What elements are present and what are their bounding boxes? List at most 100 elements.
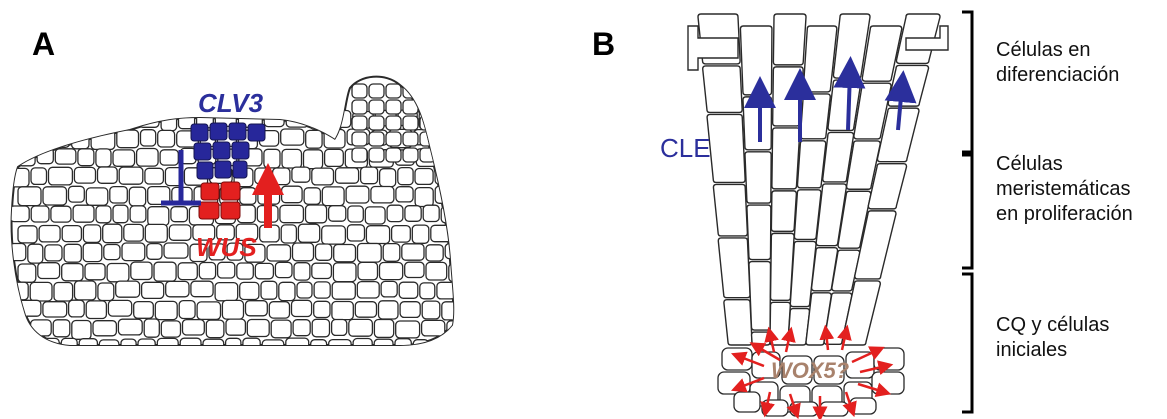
plant-cell [346, 186, 369, 203]
plant-cell [379, 301, 399, 319]
zone-label-proliferation: Células meristemáticas en proliferación [996, 153, 1133, 225]
plant-cell [426, 245, 443, 261]
plant-cell [18, 187, 41, 206]
plant-cell [119, 167, 143, 184]
plant-cell [130, 206, 146, 222]
plant-cell [141, 130, 156, 146]
plant-cell [104, 245, 120, 260]
plant-cell [374, 339, 393, 358]
plant-cell [171, 207, 188, 222]
plant-cell [311, 340, 327, 359]
plant-cell [10, 206, 29, 222]
plant-cell [226, 338, 241, 355]
plant-cell [355, 302, 376, 318]
zone-label-qc: CQ y células iniciales [996, 314, 1109, 361]
qc-cell [734, 392, 760, 412]
plant-cell [155, 301, 177, 319]
plant-cell [98, 167, 118, 183]
plant-cell [438, 149, 460, 167]
plant-cell [386, 116, 401, 130]
zone-brackets [962, 12, 972, 412]
plant-cell [137, 149, 159, 167]
plant-cell [237, 263, 254, 279]
plant-cell [32, 130, 51, 147]
plant-cell [69, 186, 85, 202]
plant-cell [116, 281, 140, 297]
plant-cell [352, 84, 367, 98]
plant-cell [358, 262, 378, 280]
plant-cell [352, 116, 367, 130]
plant-cell [18, 110, 37, 127]
root-cell [888, 65, 928, 106]
plant-cell [422, 301, 440, 319]
plant-cell [62, 264, 83, 281]
plant-cell [39, 226, 60, 242]
plant-cell [113, 205, 128, 223]
root-cell [749, 262, 771, 331]
root-cell [797, 141, 825, 188]
root-cell [703, 66, 742, 113]
plant-cell [197, 302, 220, 320]
plant-cell [314, 301, 330, 317]
plant-cell [386, 132, 401, 146]
root-cell [747, 205, 771, 259]
plant-cell [124, 224, 144, 241]
plant-cell [374, 320, 393, 338]
plant-cell [405, 206, 421, 222]
plant-cell [403, 84, 418, 98]
plant-cell [316, 244, 332, 260]
plant-cell [147, 244, 162, 260]
plant-cell [199, 263, 215, 279]
plant-cell [38, 263, 60, 279]
plant-cell [420, 283, 435, 299]
plant-cell [304, 150, 323, 169]
plant-cell [392, 226, 411, 243]
plant-cell [169, 225, 191, 240]
plant-cell [332, 282, 355, 299]
root-cell [773, 14, 806, 65]
plant-cell [31, 168, 47, 185]
svg-text:iniciales: iniciales [996, 339, 1067, 361]
plant-cell [39, 111, 56, 128]
plant-cell [85, 264, 105, 280]
plant-cell [183, 320, 205, 335]
root-cell [800, 94, 830, 139]
plant-cell [294, 263, 310, 280]
svg-text:meristemáticas: meristemáticas [996, 178, 1130, 200]
plant-cell [142, 282, 164, 298]
plant-cell [154, 262, 176, 281]
plant-cell [166, 281, 189, 296]
plant-cell [282, 149, 302, 168]
plant-cell [10, 320, 29, 338]
plant-cell [396, 321, 420, 338]
plant-cell [369, 84, 384, 98]
plant-cell [403, 100, 418, 114]
plant-cell [358, 244, 382, 263]
plant-cell [222, 300, 243, 319]
plant-cell [86, 188, 108, 205]
plant-cell [139, 110, 159, 127]
plant-cell [76, 112, 95, 128]
plant-cell [206, 320, 224, 338]
plant-cell [369, 116, 384, 130]
plant-cell [310, 111, 326, 130]
plant-cell [262, 340, 284, 357]
plant-cell [282, 186, 303, 203]
plant-cell [357, 282, 379, 298]
plant-cell [269, 302, 289, 318]
plant-cell [30, 282, 52, 301]
plant-cell [61, 338, 77, 357]
plant-cell [332, 320, 347, 336]
shoot-meristem [10, 77, 475, 359]
plant-cell [96, 149, 111, 167]
plant-cell [381, 281, 397, 297]
plant-cell [72, 321, 91, 340]
plant-cell [329, 206, 346, 222]
svg-text:Células: Células [996, 153, 1063, 175]
plant-cell [352, 132, 367, 146]
plant-cell [51, 206, 71, 222]
plant-cell [286, 338, 309, 355]
plant-cell [292, 300, 312, 316]
plant-cell [369, 100, 384, 114]
plant-cell [96, 206, 111, 223]
